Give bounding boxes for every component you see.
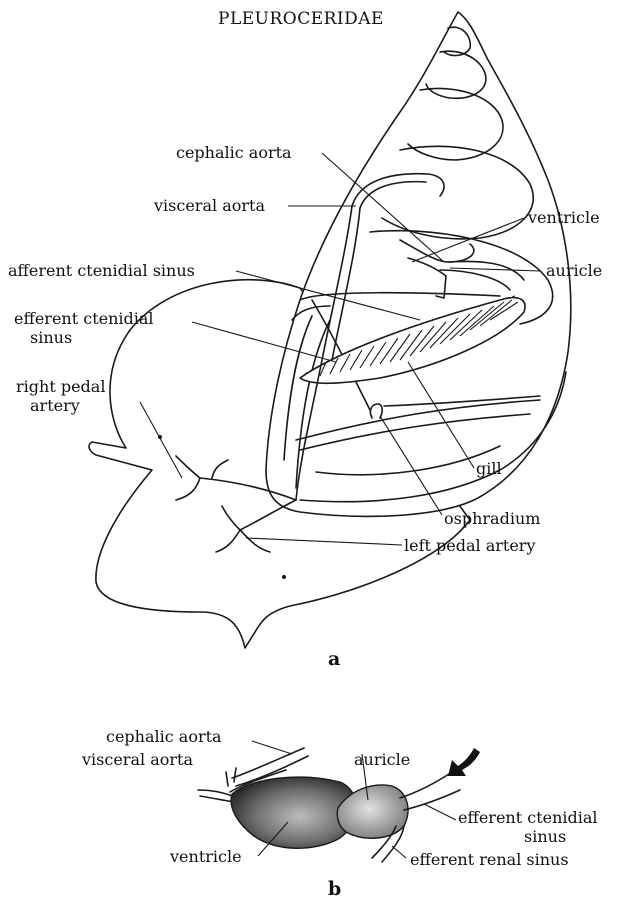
- snail-shell: [266, 12, 571, 516]
- label-b-cephalic-aorta: cephalic aorta: [106, 728, 222, 746]
- label-afferent-ctenidial-sinus: afferent ctenidial sinus: [8, 262, 195, 280]
- label-b-ventricle: ventricle: [170, 848, 242, 866]
- shell-outline: [266, 12, 571, 516]
- label-cephalic-aorta: cephalic aorta: [176, 144, 292, 162]
- heart-detail: [198, 748, 480, 862]
- label-efferent-ctenidial-sinus-line1: efferent ctenidial: [14, 310, 154, 328]
- label-right-pedal-artery-line1: right pedal: [16, 378, 105, 396]
- label-osphradium: osphradium: [444, 510, 540, 528]
- flow-arrow: [448, 748, 480, 776]
- label-b-visceral-aorta: visceral aorta: [82, 751, 193, 769]
- panel-label-a: a: [328, 648, 340, 670]
- label-b-efferent-ctenidial-sinus-line1: efferent ctenidial: [458, 809, 598, 827]
- label-gill: gill: [476, 460, 502, 478]
- label-visceral-aorta: visceral aorta: [154, 197, 265, 215]
- label-b-efferent-ctenidial-sinus-line2: sinus: [524, 828, 566, 846]
- label-left-pedal-artery: left pedal artery: [404, 537, 536, 555]
- label-b-auricle: auricle: [354, 751, 410, 769]
- label-right-pedal-artery-line2: artery: [30, 397, 80, 415]
- eye-right: [282, 575, 286, 579]
- label-auricle: auricle: [546, 262, 602, 280]
- label-efferent-ctenidial-sinus-line2: sinus: [30, 329, 72, 347]
- panel-label-b: b: [328, 878, 341, 900]
- figure-title: PLEUROCERIDAE: [218, 9, 384, 29]
- label-ventricle: ventricle: [528, 209, 600, 227]
- label-b-efferent-renal-sinus: efferent renal sinus: [410, 851, 569, 869]
